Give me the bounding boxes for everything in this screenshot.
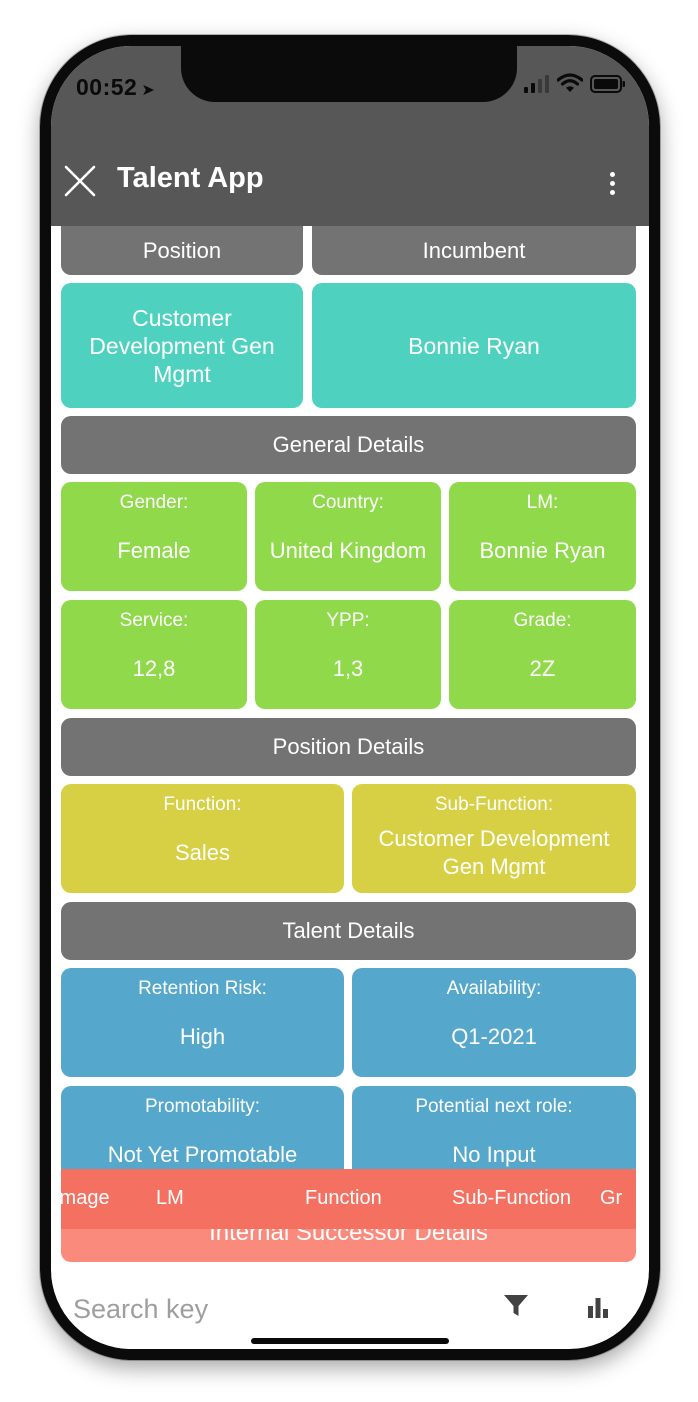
ypp-card: YPP: 1,3 (255, 600, 441, 709)
talent-details-title: Talent Details (282, 918, 415, 943)
field-value: Not Yet Promotable (107, 1141, 298, 1167)
field-value: 1,3 (332, 655, 364, 681)
app-screen: 00:52➤ (51, 46, 649, 1349)
position-header-label: Position (142, 237, 222, 263)
search-bar (51, 1276, 649, 1342)
status-bar: 00:52➤ (51, 46, 649, 136)
column-header[interactable]: Sub-Function (452, 1187, 571, 1209)
filter-icon[interactable] (503, 1294, 529, 1318)
field-label: Availability: (446, 978, 542, 999)
line-manager-card: LM: Bonnie Ryan (449, 482, 636, 591)
column-header[interactable]: Gr (600, 1187, 623, 1209)
status-time: 00:52➤ (76, 74, 155, 101)
app-bar: Talent App (51, 136, 649, 226)
field-label: Retention Risk: (138, 978, 267, 999)
general-details-title: General Details (272, 432, 425, 457)
field-value: Customer Development Gen Mgmt (378, 825, 610, 879)
talent-details-header: Talent Details (61, 902, 636, 960)
function-card: Function: Sales (61, 784, 344, 893)
battery-icon (590, 75, 625, 93)
successor-table-header: Image LM Function Sub-Function Gr (54, 1169, 636, 1229)
position-details-header: Position Details (61, 718, 636, 776)
gender-card: Gender: Female (61, 482, 247, 591)
sub-function-card: Sub-Function: Customer Development Gen M… (352, 784, 636, 893)
field-value: No Input (452, 1141, 536, 1167)
close-icon[interactable] (63, 164, 97, 198)
field-label: Gender: (119, 492, 189, 513)
time-text: 00:52 (76, 74, 138, 100)
position-details-title: Position Details (272, 734, 425, 759)
field-label: LM: (526, 492, 559, 513)
wifi-icon (557, 73, 583, 92)
column-header[interactable]: Function (305, 1187, 382, 1209)
field-label: YPP: (326, 610, 370, 631)
device-notch (181, 46, 517, 102)
field-label: Country: (312, 492, 384, 513)
app-title: Talent App (117, 162, 264, 194)
cellular-signal-icon (524, 75, 549, 93)
phone-frame: 00:52➤ (40, 35, 660, 1360)
field-value: Q1-2021 (451, 1023, 537, 1049)
grade-card: Grade: 2Z (449, 600, 636, 709)
field-label: Grade: (513, 610, 572, 631)
field-value: Female (117, 537, 191, 563)
field-label: Promotability: (144, 1096, 261, 1117)
incumbent-card[interactable]: Bonnie Ryan (312, 283, 636, 408)
field-label: Sub-Function: (434, 794, 554, 815)
field-label: Function: (163, 794, 242, 815)
country-card: Country: United Kingdom (255, 482, 441, 591)
position-name: Customer Development Gen Mgmt (89, 304, 275, 387)
field-label: Potential next role: (415, 1096, 573, 1117)
retention-risk-card: Retention Risk: High (61, 968, 344, 1077)
column-header[interactable]: Image (54, 1187, 110, 1209)
bar-chart-icon[interactable] (587, 1296, 609, 1318)
more-vertical-icon[interactable] (607, 172, 617, 198)
search-input[interactable] (73, 1290, 473, 1328)
field-value: High (179, 1023, 226, 1049)
position-name-card: Customer Development Gen Mgmt (61, 283, 303, 408)
incumbent-header-label: Incumbent (422, 237, 526, 263)
field-value: Sales (174, 839, 231, 865)
location-icon: ➤ (141, 82, 156, 99)
service-card: Service: 12,8 (61, 600, 247, 709)
field-value: 12,8 (132, 655, 176, 681)
incumbent-name: Bonnie Ryan (408, 332, 540, 359)
field-value: United Kingdom (269, 537, 427, 563)
field-label: Service: (119, 610, 189, 631)
field-value: Bonnie Ryan (479, 537, 606, 563)
home-indicator[interactable] (251, 1338, 449, 1344)
column-header[interactable]: LM (156, 1187, 184, 1209)
availability-card: Availability: Q1-2021 (352, 968, 636, 1077)
position-header: Position (61, 226, 303, 275)
general-details-header: General Details (61, 416, 636, 474)
incumbent-header: Incumbent (312, 226, 636, 275)
field-value: 2Z (529, 655, 556, 681)
